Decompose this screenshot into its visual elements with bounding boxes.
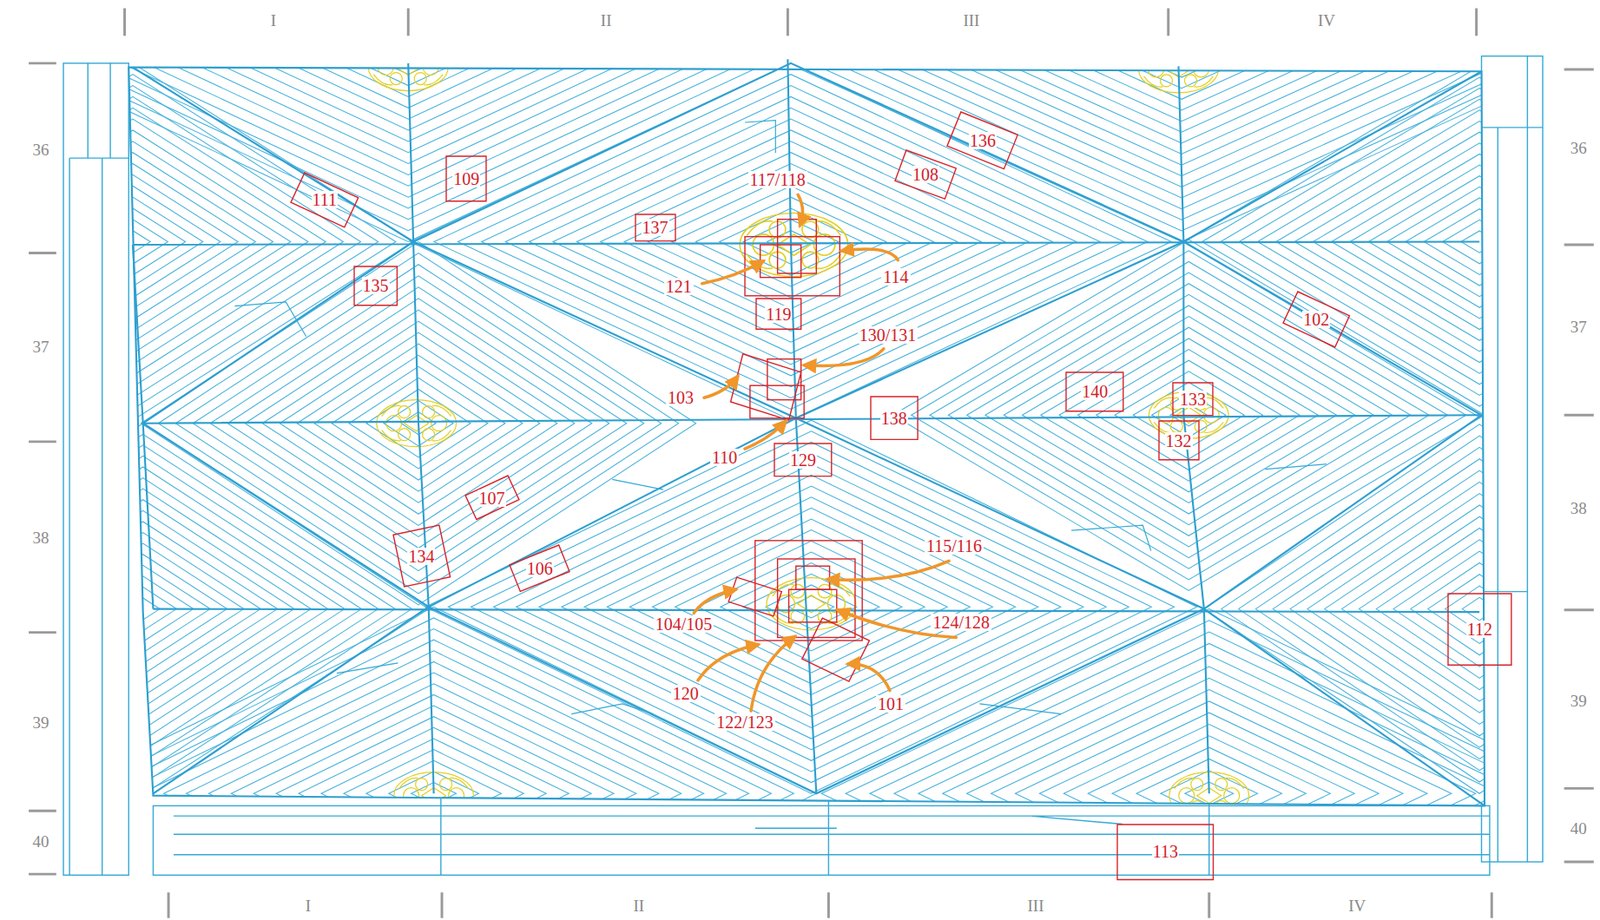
sample-box: 132 xyxy=(1158,421,1199,461)
sample-box: 136 xyxy=(947,111,1018,170)
course-lines xyxy=(425,420,1197,794)
callout-number: 121 xyxy=(664,277,694,296)
sample-box: 108 xyxy=(895,150,956,199)
grid-label: I xyxy=(305,897,311,915)
sample-border xyxy=(1172,382,1213,416)
grid-label: 36 xyxy=(1570,139,1587,157)
grid-label: 39 xyxy=(32,714,50,731)
callout-number: 114 xyxy=(881,268,910,286)
grid-label: 36 xyxy=(32,141,50,159)
callout-number: 110 xyxy=(710,448,739,467)
grid-label: 39 xyxy=(1570,692,1587,710)
grid-label: 38 xyxy=(32,529,50,547)
callout-number: 104/105 xyxy=(653,615,715,633)
sample-border xyxy=(446,156,487,202)
sample-number: 119 xyxy=(764,305,792,323)
sample-number: 111 xyxy=(311,190,339,209)
callout-number: 130/131 xyxy=(857,326,919,344)
joint-lines xyxy=(234,120,1326,715)
callout-number: 124/128 xyxy=(930,613,992,632)
sample-number: 112 xyxy=(1466,620,1494,639)
sample-border xyxy=(393,525,451,587)
sample-box: 137 xyxy=(635,214,676,242)
sample-border xyxy=(1066,372,1124,412)
ceiling-ornaments xyxy=(368,44,1249,820)
grid-label: II xyxy=(600,12,613,29)
sample-box: 129 xyxy=(774,443,832,477)
sample-number: 140 xyxy=(1080,382,1109,401)
grid-label: 40 xyxy=(32,833,50,850)
sample-border xyxy=(1158,421,1199,461)
sample-border xyxy=(354,266,397,306)
grid-label: III xyxy=(1027,897,1045,915)
sample-number: 138 xyxy=(880,409,909,428)
grid-label: IV xyxy=(1317,12,1336,29)
sample-box: 111 xyxy=(290,172,359,228)
sample-border xyxy=(895,150,956,199)
sample-number: 137 xyxy=(641,218,670,237)
sample-border xyxy=(1117,824,1213,880)
callout-number: 101 xyxy=(875,695,906,713)
grid-ticks xyxy=(28,7,1594,918)
grid-label: 37 xyxy=(1570,318,1587,336)
course-lines xyxy=(26,0,791,243)
callout-number: 103 xyxy=(665,388,696,407)
sample-number: 132 xyxy=(1165,432,1193,450)
sample-number: 129 xyxy=(789,451,817,469)
sample-border xyxy=(1283,291,1350,348)
sample-box: 140 xyxy=(1066,372,1124,412)
sample-box: 134 xyxy=(393,525,451,587)
grid-label: 40 xyxy=(1570,820,1587,837)
course-lines xyxy=(793,0,1569,243)
sample-box: 102 xyxy=(1283,291,1350,348)
sample-number: 107 xyxy=(478,489,507,507)
sample-box: 109 xyxy=(446,156,487,202)
sample-number: 113 xyxy=(1152,842,1179,861)
callout-number: 122/123 xyxy=(714,713,776,731)
sample-box: 106 xyxy=(509,545,570,592)
course-lines xyxy=(0,63,414,421)
sample-number: 136 xyxy=(968,131,997,150)
sample-number: 108 xyxy=(911,165,940,184)
sample-number: 133 xyxy=(1178,390,1207,409)
grid-label: III xyxy=(962,12,980,29)
sample-number: 106 xyxy=(526,559,554,578)
sample-border xyxy=(290,172,359,228)
sample-box: 135 xyxy=(354,266,397,306)
vault-ribs xyxy=(128,59,1485,806)
sample-box: 119 xyxy=(756,298,802,330)
leader-arrows xyxy=(693,194,956,712)
sample-border xyxy=(774,443,832,477)
sample-number: 135 xyxy=(362,276,390,295)
sample-border xyxy=(947,111,1018,170)
sample-box: 113 xyxy=(1117,824,1213,880)
grid-label: II xyxy=(632,897,645,915)
grid-label: 37 xyxy=(32,338,50,356)
sample-border xyxy=(465,475,520,520)
sample-number: 109 xyxy=(452,170,481,188)
sample-border xyxy=(870,396,918,440)
grid-label: I xyxy=(270,12,277,29)
sample-box: 112 xyxy=(1448,593,1512,666)
sample-border xyxy=(1448,593,1512,666)
sample-border xyxy=(756,298,802,330)
callout-number: 115/116 xyxy=(924,537,984,555)
callout-number: 117/118 xyxy=(748,171,808,189)
sample-outlines xyxy=(728,219,870,682)
grid-label: IV xyxy=(1348,897,1366,915)
sample-number: 134 xyxy=(407,547,435,566)
callout-number: 120 xyxy=(671,684,701,703)
sample-box: 138 xyxy=(870,396,918,440)
sample-box: 133 xyxy=(1172,382,1213,416)
grid-label: 38 xyxy=(1570,500,1587,517)
sample-border xyxy=(635,214,676,242)
sample-border xyxy=(509,545,570,592)
sample-number: 102 xyxy=(1302,310,1331,329)
sample-box: 107 xyxy=(465,475,520,521)
